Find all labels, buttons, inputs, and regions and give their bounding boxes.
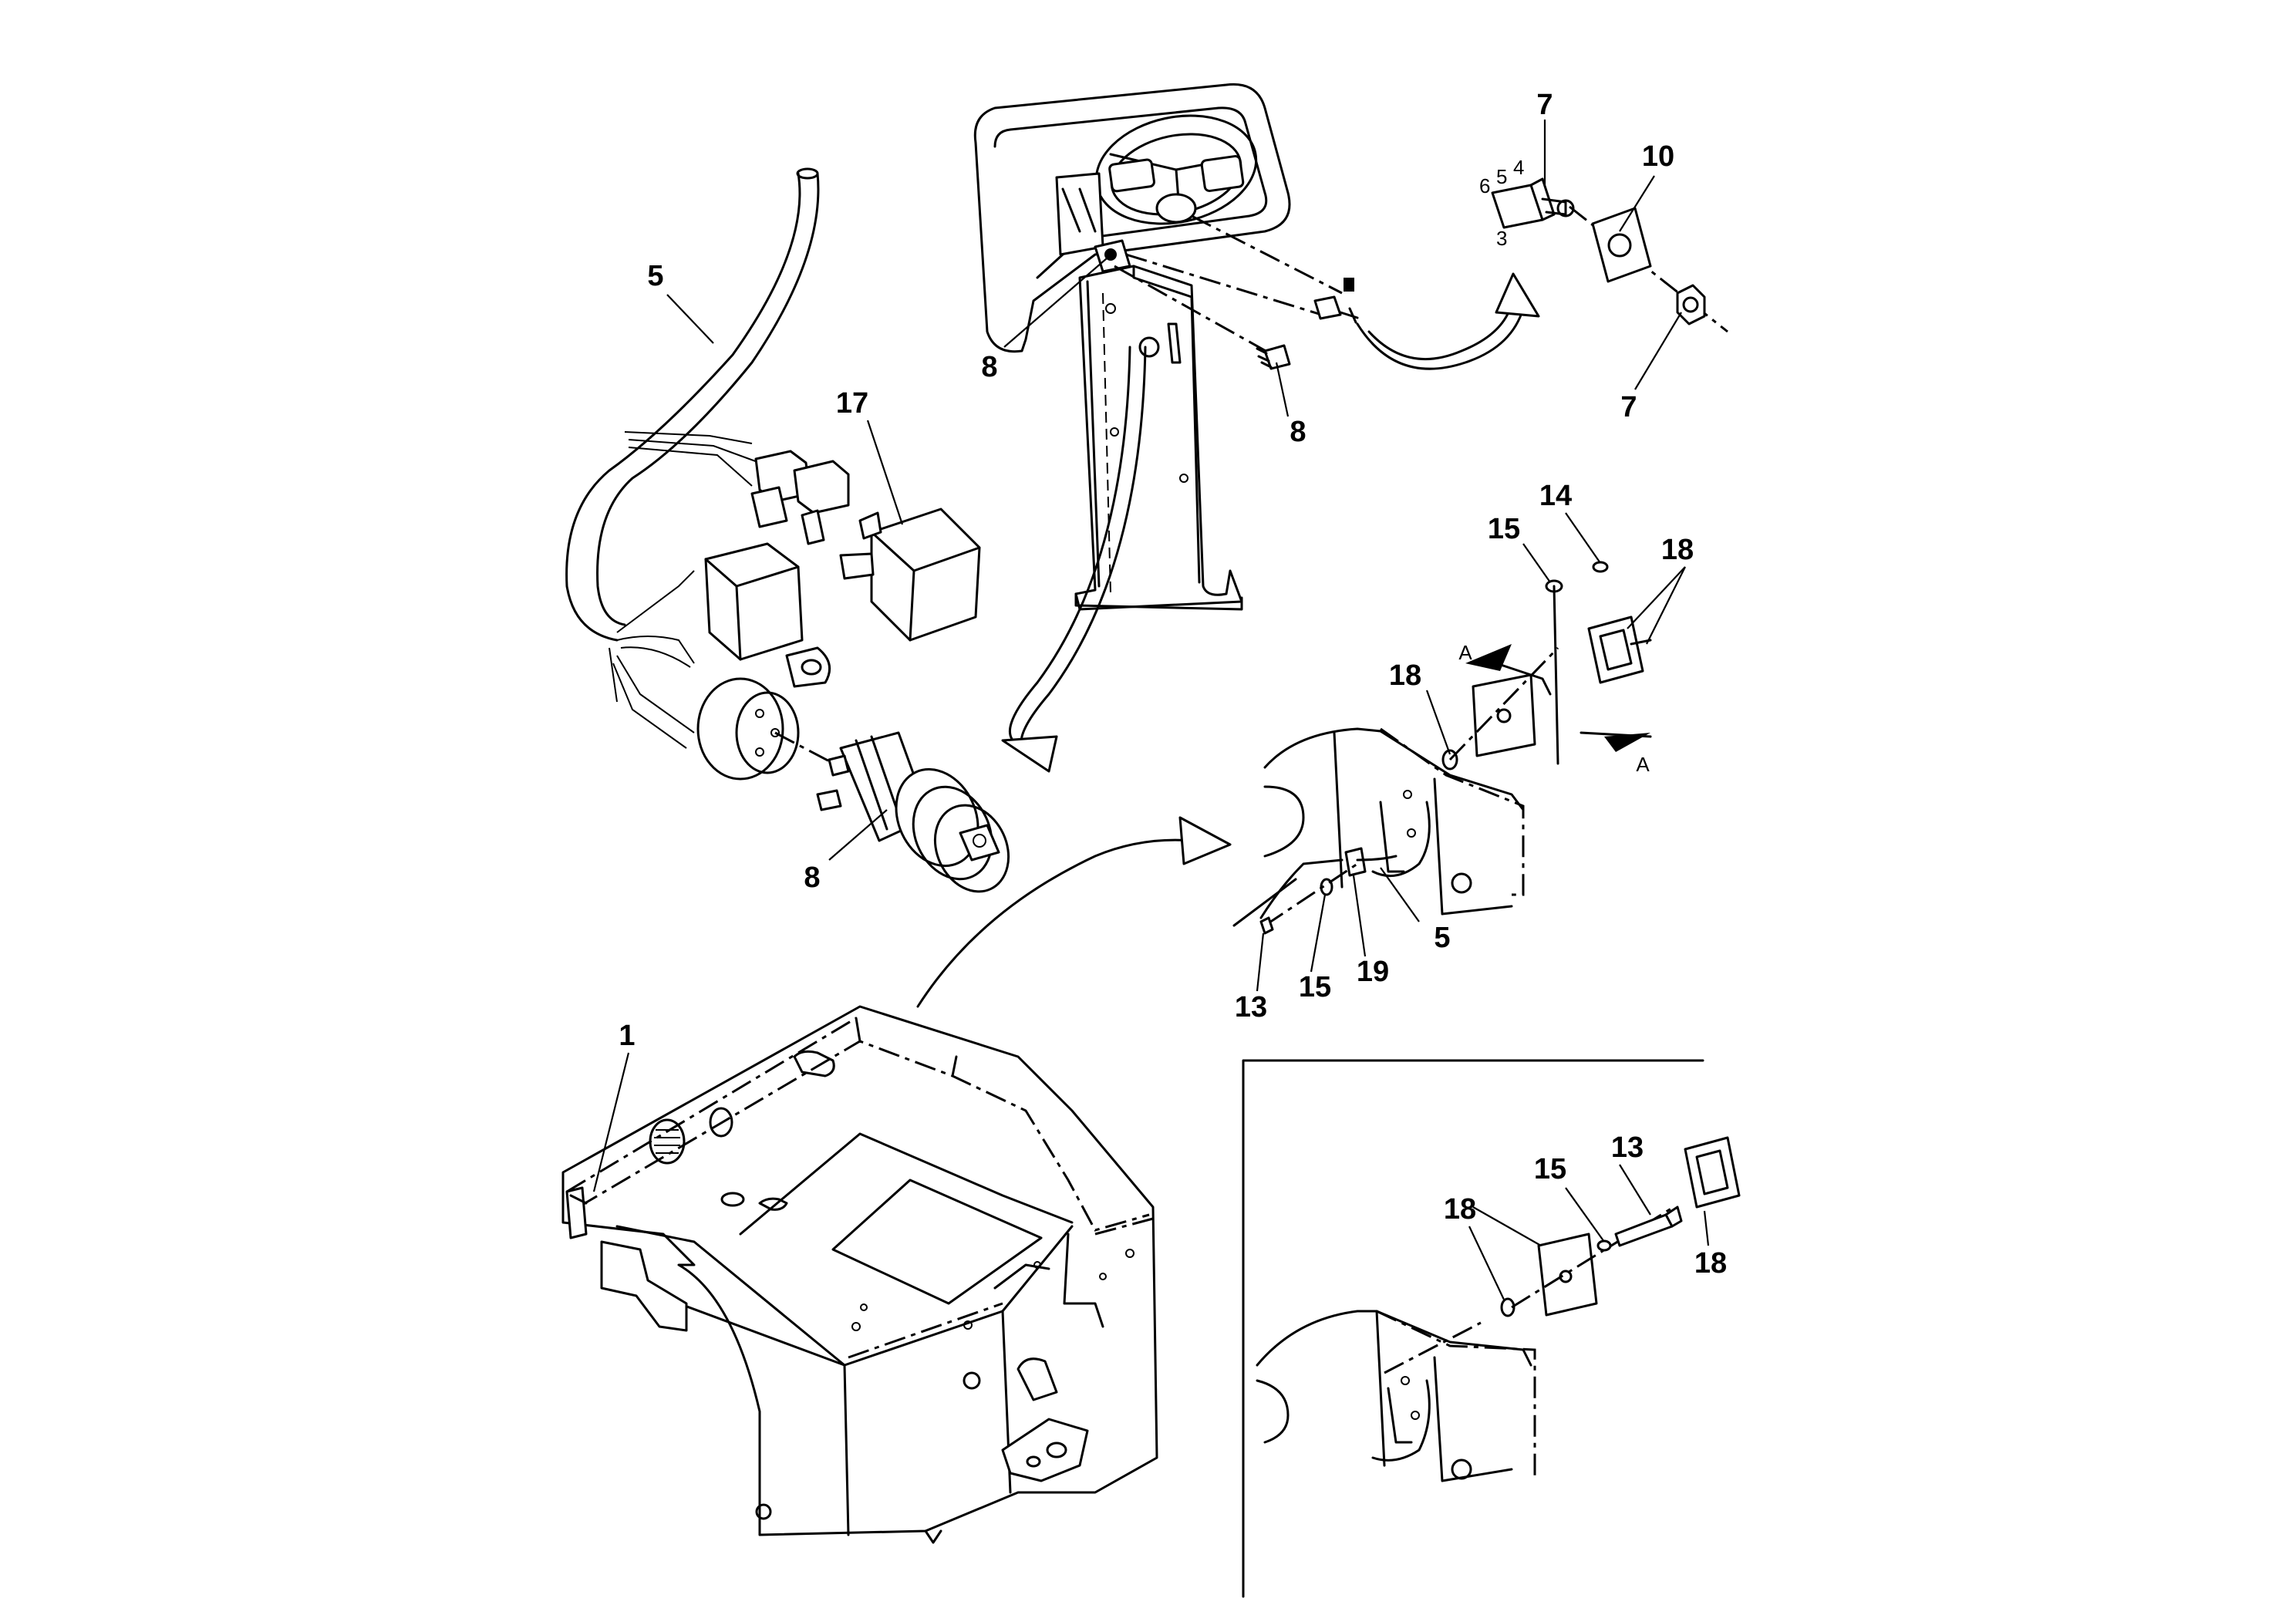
callout-7-bottom: 7	[1620, 391, 1637, 423]
callout-5-harness: 5	[647, 260, 663, 292]
pin-4-label: 4	[1513, 156, 1524, 179]
ignition-switch	[816, 731, 1010, 893]
inset-lamp-detail	[1256, 1136, 1741, 1482]
callout-8-console: 8	[981, 351, 997, 383]
inset-frame	[1242, 1059, 1704, 1598]
callout-5-wire: 5	[1434, 922, 1450, 954]
switch-nut	[1676, 284, 1706, 325]
callout-8-bolt: 8	[1290, 416, 1306, 448]
relay	[839, 508, 981, 642]
wiring-harness	[565, 167, 850, 749]
pin-6-label: 6	[1479, 174, 1490, 197]
arrow-to-detail	[1356, 307, 1525, 370]
callout-7-top: 7	[1536, 89, 1553, 121]
callout-18-lamp: 18	[1661, 534, 1694, 566]
section-label-a-bottom: A	[1636, 753, 1650, 776]
leader-lines	[592, 120, 1710, 1300]
steering-console	[973, 83, 1291, 611]
pin-5-label: 5	[1496, 165, 1507, 188]
callout-13-inset: 13	[1611, 1131, 1644, 1164]
arrow-head-icon	[1001, 735, 1058, 773]
callout-18-spacer: 18	[1389, 659, 1421, 692]
callout-17: 17	[836, 387, 868, 420]
callout-10: 10	[1642, 140, 1674, 173]
callout-8-ignition: 8	[804, 862, 820, 894]
section-arrow-icon	[1604, 733, 1650, 752]
callout-15-inset: 15	[1534, 1153, 1566, 1185]
ignition-socket	[696, 677, 849, 781]
small-switch-assembly	[1256, 278, 1359, 370]
console-to-switch-line	[1125, 253, 1327, 318]
callout-18-inset-spacer: 18	[1444, 1193, 1476, 1226]
arrow-head-icon	[1495, 272, 1540, 318]
switch-bezel	[1591, 207, 1652, 283]
callout-14: 14	[1539, 480, 1572, 512]
callout-labels: 7 10 7 5 17 8 8 8 14 15 18 18 A A 5 13 1…	[619, 89, 1727, 1280]
lamp-mount-detail	[1232, 561, 1652, 935]
callout-18-inset-lamp: 18	[1694, 1247, 1727, 1280]
pin-3-label: 3	[1496, 227, 1507, 250]
wheel-to-switch-line	[1191, 214, 1343, 295]
callout-19: 19	[1357, 956, 1389, 988]
section-label-a-top: A	[1458, 641, 1472, 664]
rocker-switch: 6 5 4 3	[1479, 156, 1575, 250]
cab-frame	[561, 1005, 1158, 1544]
arrow-head-icon	[1178, 816, 1232, 865]
callout-13-bolt: 13	[1235, 991, 1267, 1023]
callout-15-washer: 15	[1299, 971, 1331, 1003]
console-to-bolt-line	[1114, 265, 1273, 356]
flasher-unit	[704, 542, 831, 688]
arrow-to-lamp-detail	[916, 838, 1193, 1008]
callout-1: 1	[619, 1020, 635, 1052]
callout-15-top: 15	[1488, 513, 1520, 545]
